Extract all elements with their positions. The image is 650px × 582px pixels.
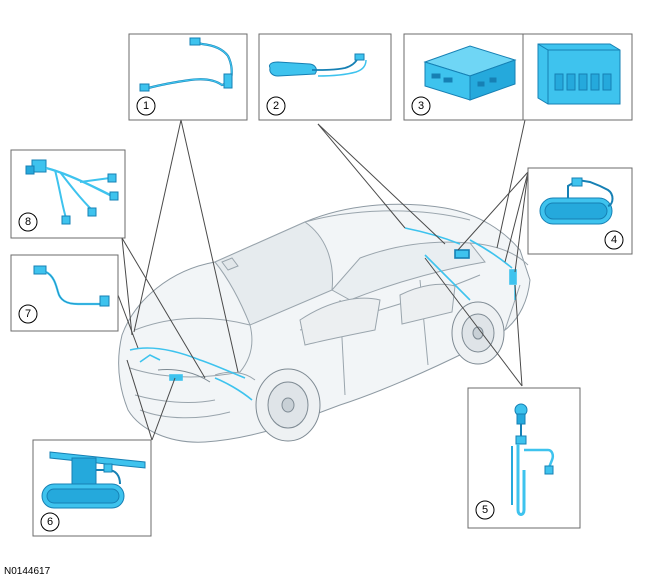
harness-cable-icon — [511, 403, 555, 516]
callout-number-1: 1 — [143, 100, 149, 112]
callout-7: 7 — [10, 254, 119, 332]
antenna-cable-icon — [269, 53, 367, 77]
callout-3: 3 — [403, 33, 633, 121]
callout-number-8: 8 — [25, 216, 31, 228]
harness-cable-icon — [139, 37, 233, 92]
control-module-icon — [423, 43, 621, 105]
callout-4: 4 — [527, 167, 633, 255]
callout-number-3: 3 — [418, 100, 424, 112]
callout-number-4: 4 — [611, 234, 617, 246]
harness-cable-icon — [25, 159, 119, 225]
callout-8: 8 — [10, 149, 126, 239]
callout-5: 5 — [467, 387, 581, 529]
callout-number-6: 6 — [47, 516, 53, 528]
sensor-bracket-icon — [41, 451, 146, 509]
vehicle-outline — [118, 203, 531, 443]
callout-1: 1 — [128, 33, 248, 121]
callout-number-2: 2 — [273, 100, 279, 112]
callout-2: 2 — [258, 33, 392, 121]
callout-number-7: 7 — [25, 308, 31, 320]
figure-id: N0144617 — [4, 566, 51, 577]
antenna-cable-icon — [33, 265, 110, 307]
vehicle-components — [129, 227, 517, 401]
leader-lines — [117, 119, 529, 441]
sensor-icon — [539, 177, 614, 225]
callout-6: 6 — [32, 439, 152, 537]
callout-number-5: 5 — [482, 504, 488, 516]
